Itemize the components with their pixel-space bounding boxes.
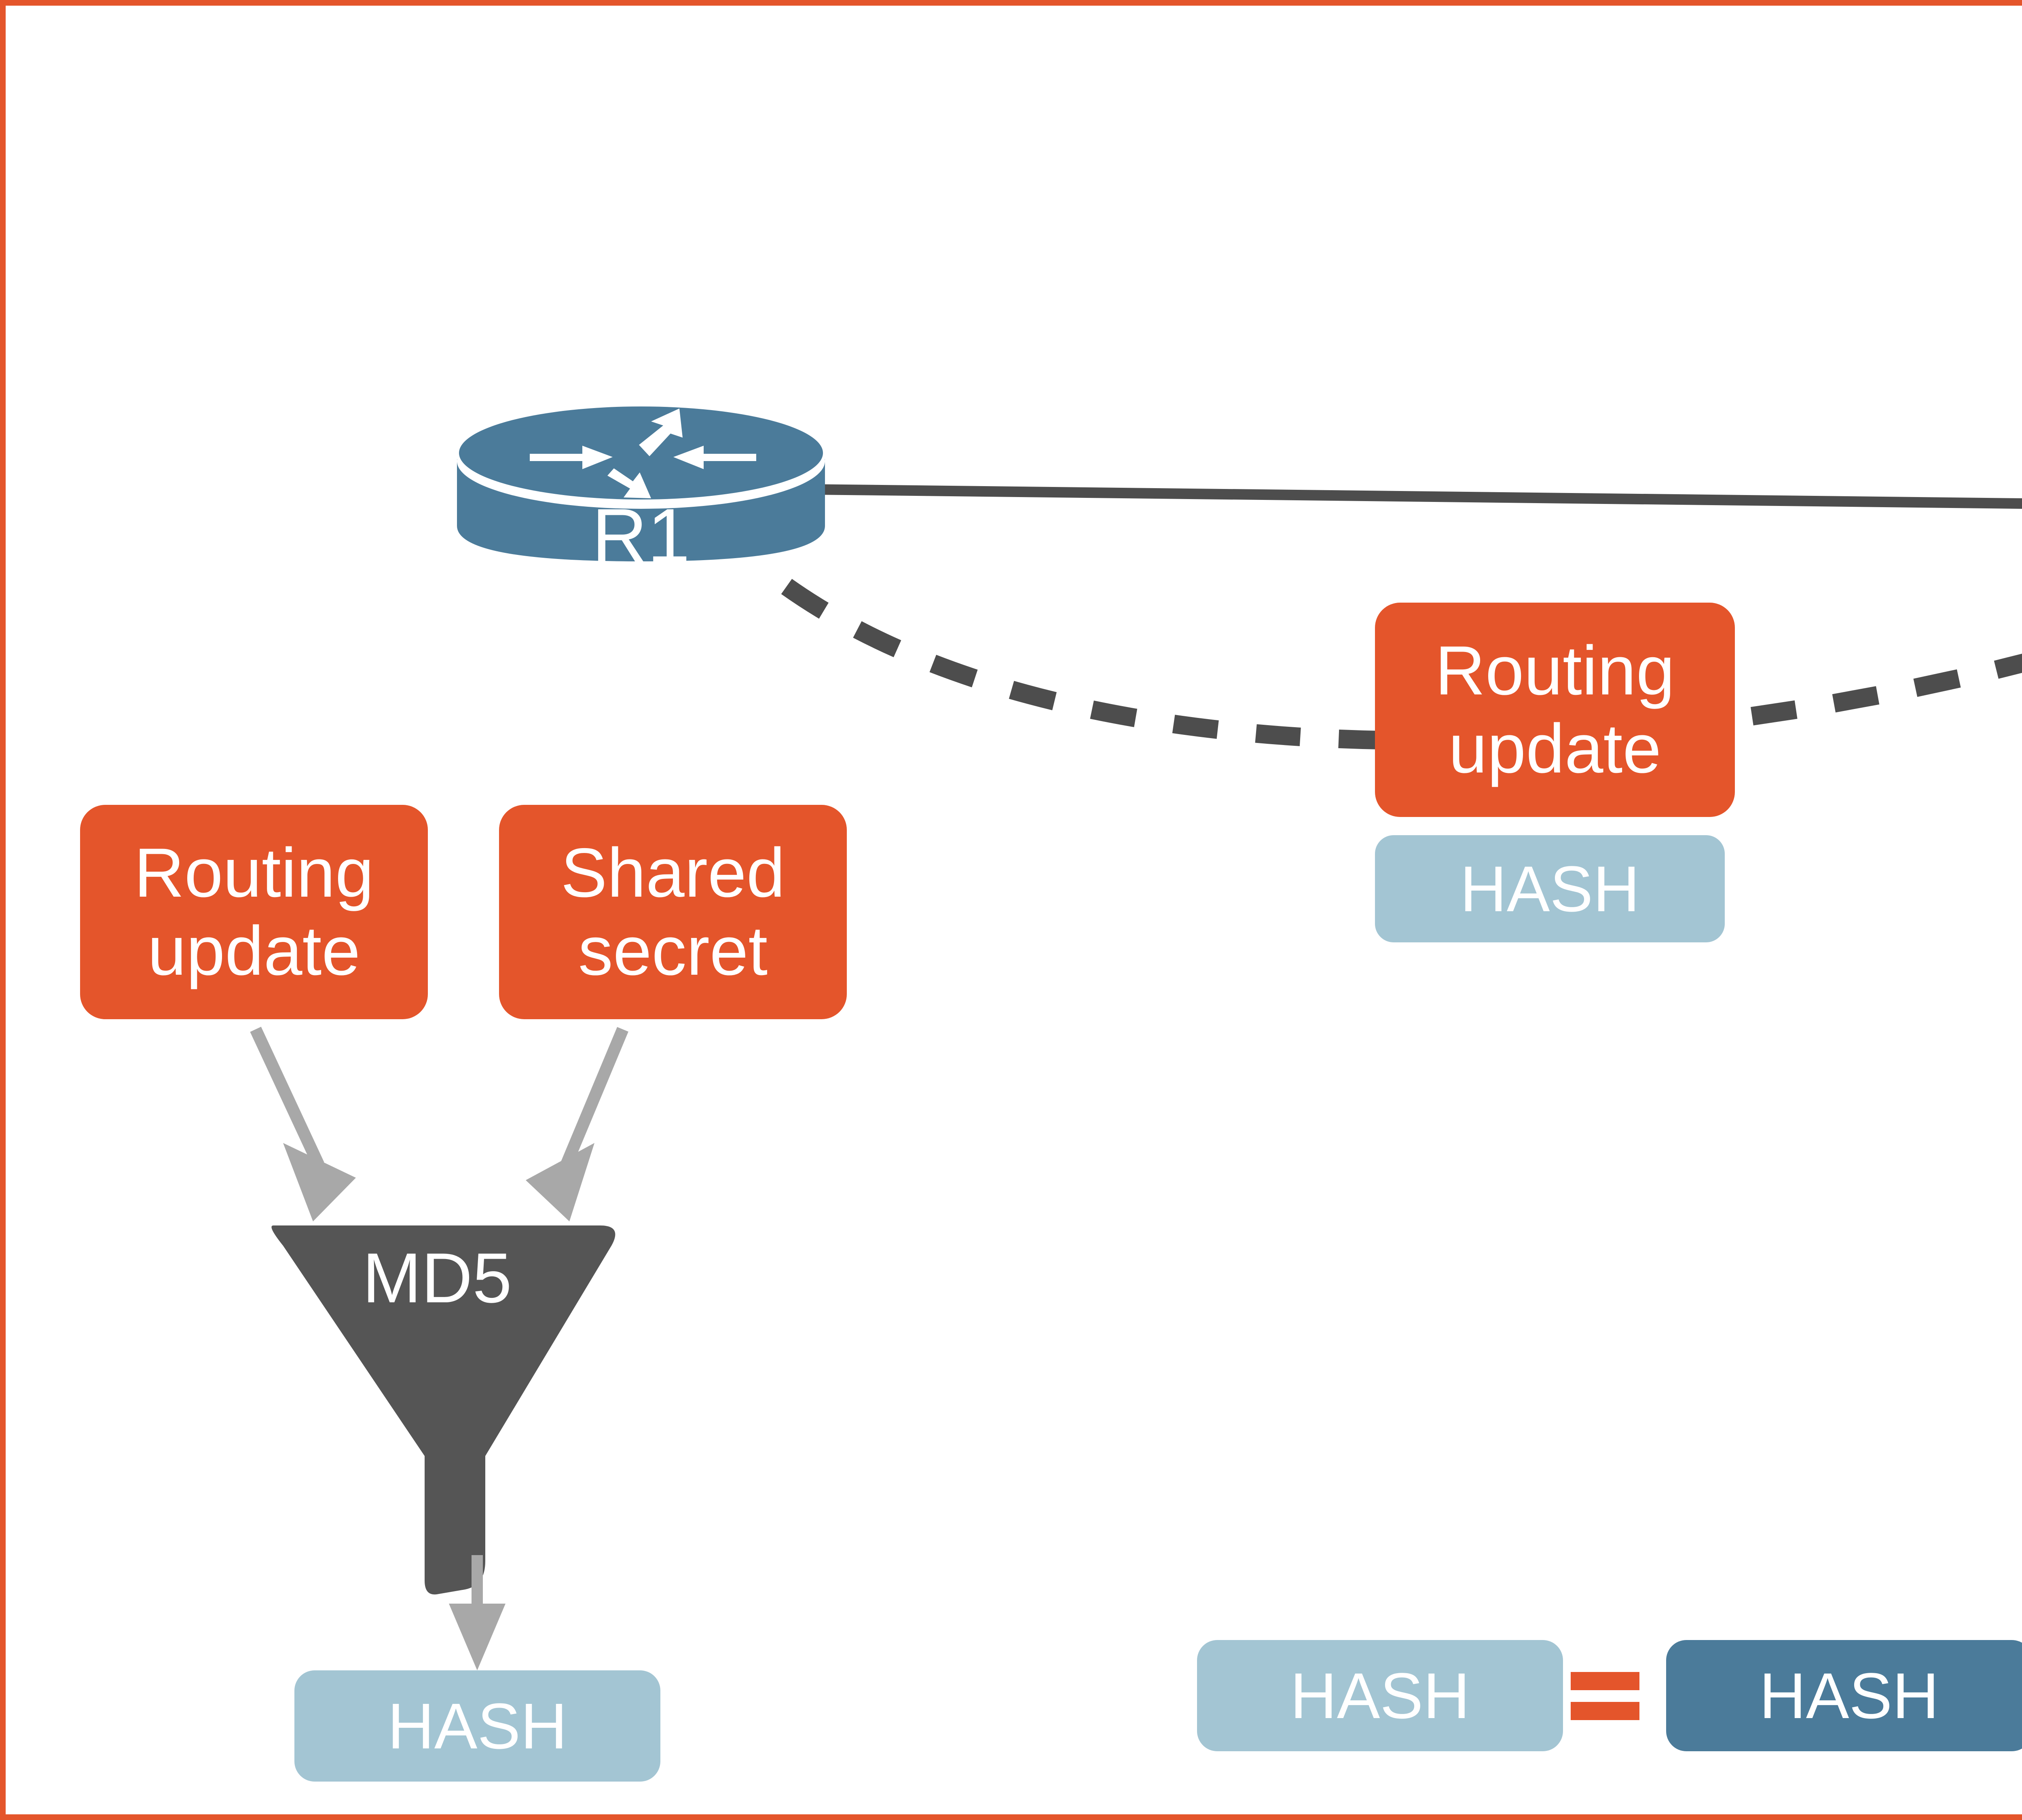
router-r1-label: R1 [592, 493, 690, 579]
left-md5-funnel [271, 1225, 615, 1595]
packet-hash-box[interactable]: HASH [1375, 835, 1725, 942]
left-output-arrow [449, 1555, 506, 1670]
comparison-right-hash[interactable]: HASH [1666, 1640, 2022, 1751]
left-input-arrows [250, 1026, 628, 1221]
router-r1-icon [457, 406, 825, 561]
left-input-routing-update[interactable]: Routing update [80, 805, 428, 1019]
packet-payload-box[interactable]: Routing update [1375, 603, 1735, 817]
left-md5-label: MD5 [362, 1239, 512, 1318]
equals-sign [1571, 1672, 1639, 1720]
left-input-shared-secret[interactable]: Shared secret [499, 805, 847, 1019]
physical-link-line [810, 484, 2022, 509]
left-output-hash[interactable]: HASH [294, 1670, 660, 1782]
router-r1[interactable]: R1 [449, 396, 833, 579]
comparison-left-hash[interactable]: HASH [1197, 1640, 1563, 1751]
